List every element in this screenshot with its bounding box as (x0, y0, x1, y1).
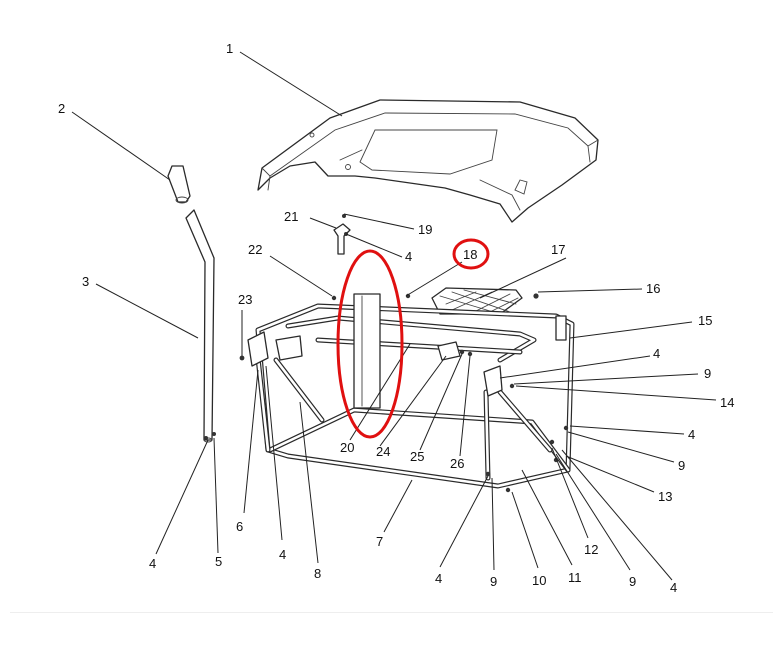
highlight-marks (336, 238, 490, 439)
callout-4f: 4 (653, 346, 660, 361)
callout-9b: 9 (629, 574, 636, 589)
callout-23: 23 (238, 292, 252, 307)
callout-13: 13 (658, 489, 672, 504)
callout-9a: 9 (490, 574, 497, 589)
small-bracket-part (333, 223, 351, 255)
callout-26: 26 (450, 456, 464, 471)
leader-lines (71, 51, 717, 581)
footer-divider (10, 612, 773, 613)
callout-7: 7 (376, 534, 383, 549)
mesh-screen-part (431, 287, 523, 315)
callout-6: 6 (236, 519, 243, 534)
callout-15: 15 (698, 313, 712, 328)
callout-14: 14 (720, 395, 734, 410)
callout-21: 21 (284, 209, 298, 224)
callout-4e: 4 (688, 427, 695, 442)
handle-grip-part (167, 165, 191, 204)
callout-18: 18 (463, 247, 477, 262)
bag-frame-part (247, 293, 575, 489)
callout-25: 25 (410, 449, 424, 464)
callout-4d: 4 (670, 580, 677, 595)
callout-9d: 9 (704, 366, 711, 381)
callout-4c: 4 (435, 571, 442, 586)
callout-2: 2 (58, 101, 65, 116)
highlight-circle-18 (452, 238, 490, 270)
callout-12: 12 (584, 542, 598, 557)
callout-24: 24 (376, 444, 390, 459)
callout-19: 19 (418, 222, 432, 237)
callout-17: 17 (551, 242, 565, 257)
callout-22: 22 (248, 242, 262, 257)
top-cover-part (257, 99, 599, 223)
callout-4g: 4 (405, 249, 412, 264)
callout-11: 11 (568, 570, 582, 585)
callout-4a: 4 (149, 556, 156, 571)
callout-8: 8 (314, 566, 321, 581)
callout-10: 10 (532, 573, 546, 588)
callout-9c: 9 (678, 458, 685, 473)
callout-20: 20 (340, 440, 354, 455)
callout-16: 16 (646, 281, 660, 296)
highlight-ellipse-post (336, 249, 404, 439)
callout-4b: 4 (279, 547, 286, 562)
callout-5: 5 (215, 554, 222, 569)
callout-labels: 1 2 3 4 5 6 4 8 7 4 9 10 11 12 9 4 13 9 … (58, 41, 734, 595)
callout-1: 1 (226, 41, 233, 56)
callout-3: 3 (82, 274, 89, 289)
handle-tube-part (185, 209, 215, 443)
